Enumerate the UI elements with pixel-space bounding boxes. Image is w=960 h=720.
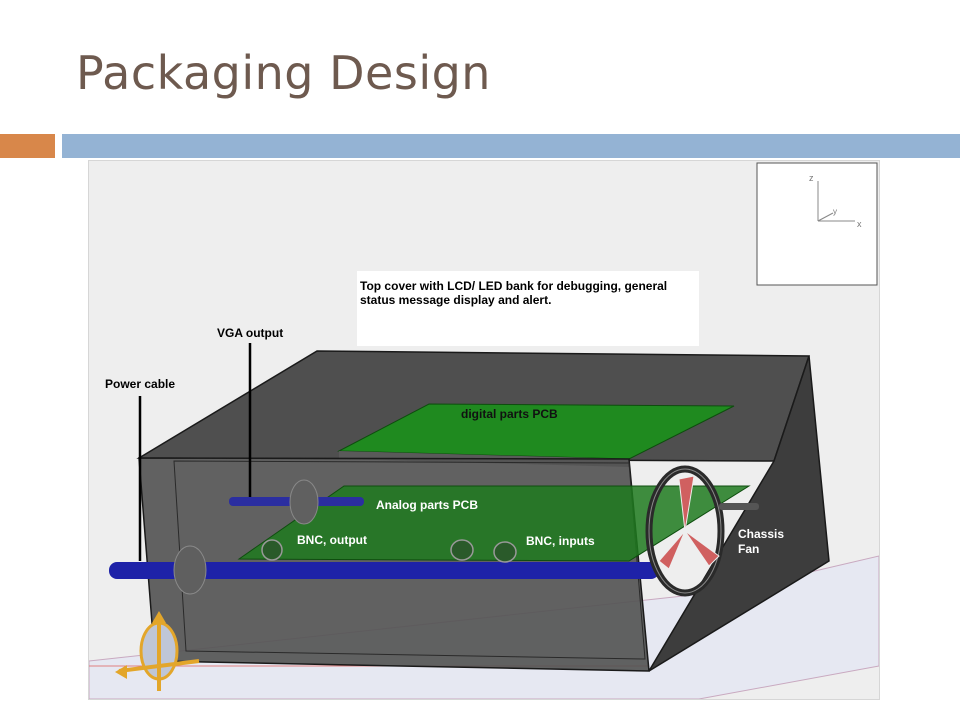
top-cover-label-line1: Top cover with LCD/ LED bank for debuggi… xyxy=(360,279,667,293)
packaging-diagram: z y x Top cover with LCD/ LED bank for d… xyxy=(88,160,880,700)
fan-blade-2 xyxy=(684,530,720,567)
axis-y-line xyxy=(817,212,834,222)
axis-z-label: z xyxy=(809,173,814,183)
power-port xyxy=(173,545,207,595)
fan-blade-1 xyxy=(678,475,695,532)
manipulator-arrow-left xyxy=(115,665,127,679)
top-cover-label-line2: status message display and alert. xyxy=(360,293,551,307)
bnc-output-label: BNC, output xyxy=(297,533,367,547)
vga-port xyxy=(289,479,319,525)
view-manipulator-widget[interactable] xyxy=(115,611,200,691)
manipulator-axis-horizontal xyxy=(118,659,200,673)
accent-bar-blue xyxy=(62,134,960,158)
fan-ring-highlight xyxy=(648,468,722,594)
chassis-fan-label-line2: Fan xyxy=(738,542,759,556)
top-cover-note-box xyxy=(357,271,699,346)
fan-blade-3 xyxy=(658,530,686,570)
chassis-fan-label-line1: Chassis xyxy=(738,527,784,541)
bnc-input-connector-1 xyxy=(450,539,474,561)
analog-pcb-label: Analog parts PCB xyxy=(376,498,478,512)
enclosure-3d-view: z y x Top cover with LCD/ LED bank for d… xyxy=(89,162,879,699)
manipulator-arrow-up xyxy=(152,611,166,623)
axis-triad-box xyxy=(756,162,878,286)
axis-y-label: y xyxy=(833,207,837,216)
power-cable-label: Power cable xyxy=(105,377,175,391)
axis-x-label: x xyxy=(857,219,862,229)
accent-bar-orange xyxy=(0,134,55,158)
bnc-output-connector xyxy=(261,539,283,561)
bnc-inputs-label: BNC, inputs xyxy=(526,534,595,548)
axis-triad: z y x xyxy=(756,162,878,286)
chassis-fan xyxy=(645,465,759,597)
bnc-input-connector-2 xyxy=(493,541,517,563)
enclosure-right-face xyxy=(648,355,830,672)
digital-pcb-label: digital parts PCB xyxy=(461,407,558,421)
power-cable xyxy=(109,562,659,579)
fan-shaft xyxy=(719,503,759,510)
slide-title: Packaging Design xyxy=(76,46,491,100)
vga-output-label: VGA output xyxy=(217,326,283,340)
